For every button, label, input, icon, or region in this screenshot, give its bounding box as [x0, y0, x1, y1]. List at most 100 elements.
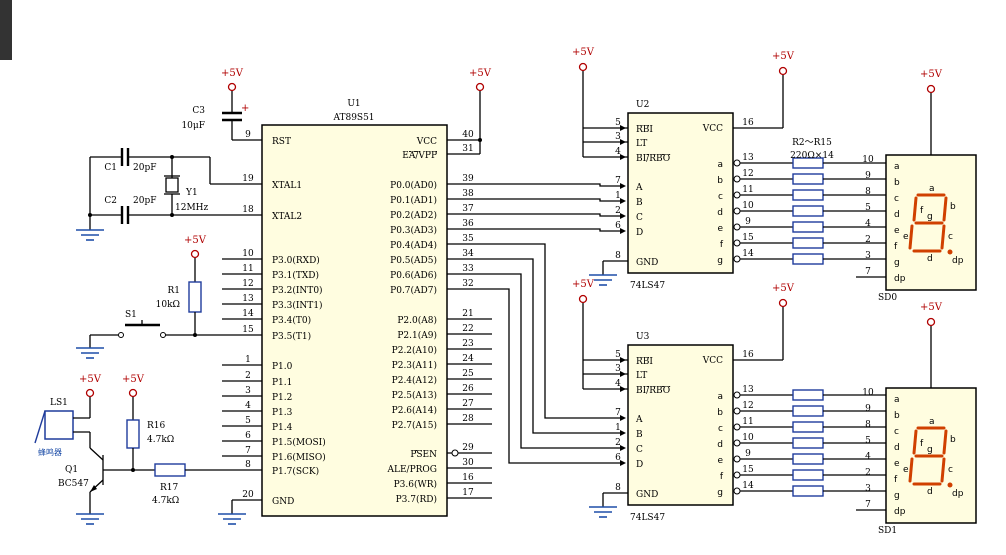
segment-resistor: [792, 469, 824, 481]
display-pin-label: g: [894, 258, 900, 268]
r17-value: 4.7kΩ: [152, 496, 179, 506]
decoder-output-label: d: [717, 440, 723, 450]
digit-segment: [940, 224, 946, 250]
display-pin-label: dp: [894, 507, 906, 517]
u1-pin-number: 28: [462, 414, 474, 424]
u1-pin-number: 27: [462, 399, 474, 409]
decoder-pin-number: 4: [615, 379, 621, 389]
u1-pin-number: 24: [462, 354, 474, 364]
decoder-pin-label: A: [635, 183, 643, 193]
decoder-pin-number: 13: [742, 153, 754, 163]
display-ref: SD1: [878, 526, 897, 536]
decoder-output-label: e: [717, 456, 723, 466]
display-vcc-label: +5V: [920, 69, 943, 80]
u1-pin-number: 1: [245, 355, 251, 365]
display-ref: SD0: [878, 293, 897, 303]
decoder-pin-number: 15: [742, 233, 754, 243]
u1-left-pins: 9RST19XTAL118XTAL210P3.0(RXD)11P3.1(TXD)…: [222, 130, 326, 507]
decoder-pin-number: 8: [615, 251, 621, 261]
digit-segment-label: b: [950, 202, 956, 212]
decoder-pin-label: VCC: [702, 356, 723, 366]
display-pin-label: e: [894, 459, 900, 469]
decoder-pin-label: GND: [636, 490, 658, 500]
digit-segment-label: g: [927, 445, 933, 455]
segment-resistor: [792, 421, 824, 433]
decoder-pin-label: B: [636, 430, 643, 440]
window-corner: [0, 0, 12, 60]
decoder-pin-number: 4: [615, 147, 621, 157]
display-pin-number: 5: [865, 436, 871, 446]
u1-pin-label: XTAL2: [272, 212, 302, 222]
decoder-pin-number: 11: [742, 185, 753, 195]
u1-pin-label: P0.3(AD3): [390, 225, 437, 236]
u1-pin-label: P0.0(AD0): [390, 180, 437, 191]
display-pin-label: c: [894, 427, 899, 437]
u1-pin-number: 36: [462, 219, 474, 229]
display-body: [885, 154, 977, 291]
u1-pin-label: P1.4: [272, 423, 293, 433]
decoder-output-label: g: [717, 256, 723, 266]
digit-segment-label: g: [927, 212, 933, 222]
u1-pin-label: P3.4(T0): [272, 315, 311, 326]
display-pin-number: 3: [865, 251, 871, 261]
decoder-input-vcc-label: +5V: [572, 279, 595, 290]
decoder-pin-number: 16: [742, 350, 754, 360]
display-pin-label: dp: [894, 274, 906, 284]
decoder-pin-number: 15: [742, 465, 754, 475]
decoder-pin-label: C: [636, 213, 643, 223]
display-pin-label: b: [894, 411, 900, 421]
digit-segment: [912, 429, 918, 455]
decoder-pin-number: 6: [615, 453, 621, 463]
digit-segment: [908, 224, 914, 250]
decoder-pin-label: B: [636, 198, 643, 208]
c3-plus-icon: +: [241, 103, 249, 114]
r16-value: 4.7kΩ: [147, 435, 174, 445]
decoder-pin-number: 1: [615, 191, 621, 201]
u1-pin-number: 22: [462, 324, 473, 334]
u1-pin-label: XTAL1: [272, 181, 302, 191]
display-pin-label: g: [894, 491, 900, 501]
segment-resistor: [792, 173, 824, 185]
ls1-ref: LS1: [50, 398, 68, 408]
u1-pin-number: 3: [245, 386, 251, 396]
decoder-output-label: b: [717, 408, 723, 418]
u1-pin-number: 2: [245, 371, 251, 381]
display-pin-label: a: [894, 162, 900, 172]
segment-resistor: [792, 237, 824, 249]
ls1-desc: 蜂鸣器: [38, 447, 62, 457]
u1-pin-number: 34: [462, 249, 474, 259]
r16-ref: R16: [147, 421, 166, 431]
c3-vcc-label: +5V: [221, 68, 244, 79]
decoder-pin-label: BI/RBO: [636, 386, 670, 396]
digit-segment-label: f: [920, 439, 924, 449]
digit-segment: [912, 196, 918, 222]
decoder-output-label: a: [717, 392, 723, 402]
digit-segment-label: c: [948, 465, 953, 475]
decoder-pin-label: GND: [636, 258, 658, 268]
u1-pin-number: 16: [462, 473, 474, 483]
c1-value: 20pF: [133, 163, 156, 173]
u1-pin-label: P3.1(TXD): [272, 270, 319, 281]
r1-ref: R1: [167, 286, 180, 296]
digit-segment-label: dp: [952, 256, 964, 266]
u1-pin-number: 38: [462, 189, 474, 199]
u1-pin-label: P0.1(AD1): [390, 195, 437, 206]
decoder-output-label: f: [720, 240, 724, 250]
display-vcc-label: +5V: [920, 302, 943, 313]
digit-segment: [908, 457, 914, 483]
u1-pin-label: P1.6(MISO): [272, 452, 326, 463]
u1-pin-label: P3.2(INT0): [272, 285, 323, 296]
display-pin-number: 8: [865, 420, 871, 430]
decoder-pin-number: 12: [742, 401, 753, 411]
u1-pin-label: VCC: [416, 137, 437, 147]
display-pin-number: 8: [865, 187, 871, 197]
u1-pin-label: P0.6(AD6): [390, 270, 437, 281]
u1-pin-number: 8: [245, 460, 251, 470]
u1-pin-label: P1.0: [272, 362, 293, 372]
u1-pin-number: 31: [462, 144, 473, 154]
u1-pin-number: 6: [245, 431, 251, 441]
u1-pin-number: 29: [462, 443, 474, 453]
u1-pin-label: P1.1: [272, 378, 292, 388]
